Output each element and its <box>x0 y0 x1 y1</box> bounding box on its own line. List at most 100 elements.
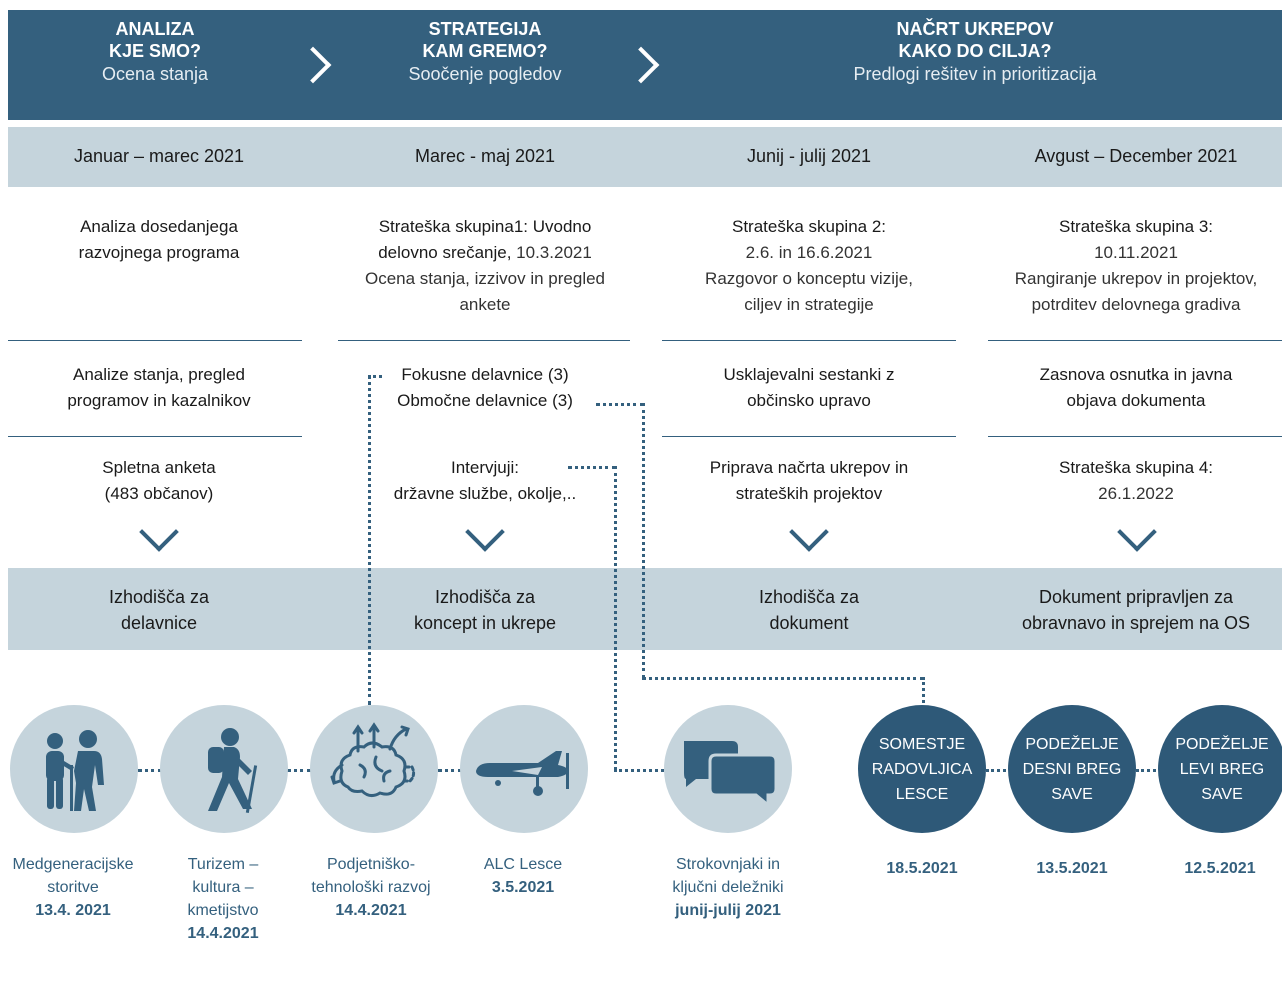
area-circle: PODEŽELJE DESNI BREG SAVE <box>1008 705 1136 833</box>
connector-line <box>287 769 311 772</box>
activity-text: Območne delavnice (3) <box>397 391 573 410</box>
caption-date: 13.4. 2021 <box>35 902 111 919</box>
caption-text: kmetijstvo <box>187 902 259 919</box>
connector-line <box>368 375 371 705</box>
period-label: Marec - maj 2021 <box>414 146 556 166</box>
workshop-circle <box>664 705 792 833</box>
connector-line <box>596 403 644 406</box>
output-label: Izhodišča za koncept in ukrepe <box>340 584 630 636</box>
phase-question: KAKO DO CILJA? <box>898 41 1052 61</box>
phase-title: STRATEGIJA <box>428 19 542 39</box>
phase-banner <box>8 10 1282 120</box>
caption-date: 14.4.2021 <box>187 925 259 942</box>
area-name: LESCE <box>895 785 949 803</box>
elderly-people-icon <box>46 730 104 811</box>
connector-line <box>986 769 1012 772</box>
activity-date: 10.3.2021 <box>511 243 592 262</box>
caption-text: storitve <box>47 879 99 896</box>
workshop-circle <box>460 705 588 833</box>
chat-bubbles-icon <box>684 741 778 809</box>
caption-date: 3.5.2021 <box>491 879 555 896</box>
connector-line <box>614 769 664 772</box>
area-circle: PODEŽELJE LEVI BREG SAVE <box>1158 705 1282 833</box>
activity-text: Analiza dosedanjega <box>80 217 238 236</box>
caption-text: Turizem – <box>187 856 259 873</box>
workshop-circle <box>310 705 438 833</box>
divider <box>988 436 1282 437</box>
output-label: Izhodišča za delavnice <box>14 584 304 636</box>
caption-text: ALC Lesce <box>483 856 563 873</box>
period-label: Avgust – December 2021 <box>1034 146 1238 166</box>
caption-text: Strokovnjaki in <box>675 856 781 873</box>
phase-title: NAČRT UKREPOV <box>896 19 1054 39</box>
divider <box>662 436 956 437</box>
connector-line <box>568 466 616 469</box>
activity-text: Usklajevalni sestanki z <box>723 365 895 384</box>
phase-analiza: ANALIZA KJE SMO? Ocena stanja <box>80 18 230 86</box>
divider <box>8 340 302 341</box>
activity-text: razvojnega programa <box>78 243 240 262</box>
activity-cell: Analize stanja, pregled programov in kaz… <box>14 362 304 414</box>
area-name: PODEŽELJE <box>1025 735 1119 753</box>
phase-strategija: STRATEGIJA KAM GREMO? Soočenje pogledov <box>380 18 590 86</box>
workshop-caption: Medgeneracijske storitve 13.4. 2021 <box>0 853 146 922</box>
activity-text: občinsko upravo <box>747 391 871 410</box>
connector-line <box>438 769 462 772</box>
activity-text: Analize stanja, pregled <box>72 365 245 384</box>
activity-cell: Analiza dosedanjega razvojnega programa <box>14 214 304 266</box>
chevron-down-icon <box>139 512 179 552</box>
chevron-down-icon <box>1117 512 1157 552</box>
caption-text: ključni deležniki <box>672 879 784 896</box>
area-name: LEVI BREG <box>1179 760 1265 778</box>
area-name: DESNI BREG <box>1022 760 1122 778</box>
area-name: SOMESTJE <box>878 735 966 753</box>
activity-text: Intervjuji: <box>450 458 520 477</box>
activity-text: ciljev in strategije <box>744 295 874 314</box>
activity-text: državne službe, okolje,.. <box>393 484 577 503</box>
activity-cell: Intervjuji: državne službe, okolje,.. <box>340 455 630 507</box>
phase-question: KAM GREMO? <box>422 41 548 61</box>
activity-text: Rangiranje ukrepov in projektov, <box>1014 269 1258 288</box>
connector-line <box>614 466 617 770</box>
output-text: obravnavo in sprejem na OS <box>1021 613 1251 633</box>
area-name: SAVE <box>1201 785 1243 803</box>
activity-text: (483 občanov) <box>104 484 214 503</box>
phase-subtitle: Soočenje pogledov <box>408 64 562 84</box>
period-label: Januar – marec 2021 <box>73 146 245 166</box>
area-date: 13.5.2021 <box>1036 860 1108 877</box>
divider <box>338 340 630 341</box>
activity-text: Strateška skupina 2: <box>731 217 887 236</box>
output-label: Dokument pripravljen za obravnavo in spr… <box>990 584 1282 636</box>
activity-cell: Strateška skupina 2: 2.6. in 16.6.2021 R… <box>664 214 954 318</box>
airplane-icon <box>476 751 569 796</box>
workshop-caption: Turizem – kultura – kmetijstvo 14.4.2021 <box>150 853 296 945</box>
activity-text: Priprava načrta ukrepov in <box>709 458 909 477</box>
caption-text: Podjetniško- <box>326 856 416 873</box>
output-text: koncept in ukrepe <box>413 613 557 633</box>
activity-text: Strateška skupina 4: <box>1058 458 1214 477</box>
connector-line <box>642 677 924 680</box>
connector-line <box>1136 769 1162 772</box>
phase-subtitle: Ocena stanja <box>101 64 209 84</box>
workshop-caption: ALC Lesce 3.5.2021 <box>450 853 596 899</box>
divider <box>8 436 302 437</box>
activity-text: potrditev delovnega gradiva <box>1031 295 1241 314</box>
activity-text: strateških projektov <box>735 484 883 503</box>
activity-cell: Usklajevalni sestanki z občinsko upravo <box>664 362 954 414</box>
phase-nacrt-ukrepov: NAČRT UKREPOV KAKO DO CILJA? Predlogi re… <box>790 18 1160 86</box>
workshop-caption: Podjetniško- tehnološki razvoj 14.4.2021 <box>296 853 446 922</box>
caption-date: junij-julij 2021 <box>675 902 781 919</box>
activity-text: programov in kazalnikov <box>67 391 251 410</box>
workshop-circle <box>160 705 288 833</box>
activity-text: Zasnova osnutka in javna <box>1039 365 1233 384</box>
output-text: dokument <box>769 613 849 633</box>
phase-title: ANALIZA <box>115 19 195 39</box>
area-circle: SOMESTJE RADOVLJICA LESCE <box>858 705 986 833</box>
area-date: 12.5.2021 <box>1184 860 1256 877</box>
area-name: PODEŽELJE <box>1175 735 1269 753</box>
chevron-down-icon <box>789 512 829 552</box>
activity-date: 26.1.2022 <box>1098 484 1174 503</box>
output-text: Izhodišča za <box>108 587 210 607</box>
activity-cell: Zasnova osnutka in javna objava dokument… <box>990 362 1282 414</box>
divider <box>662 340 956 341</box>
